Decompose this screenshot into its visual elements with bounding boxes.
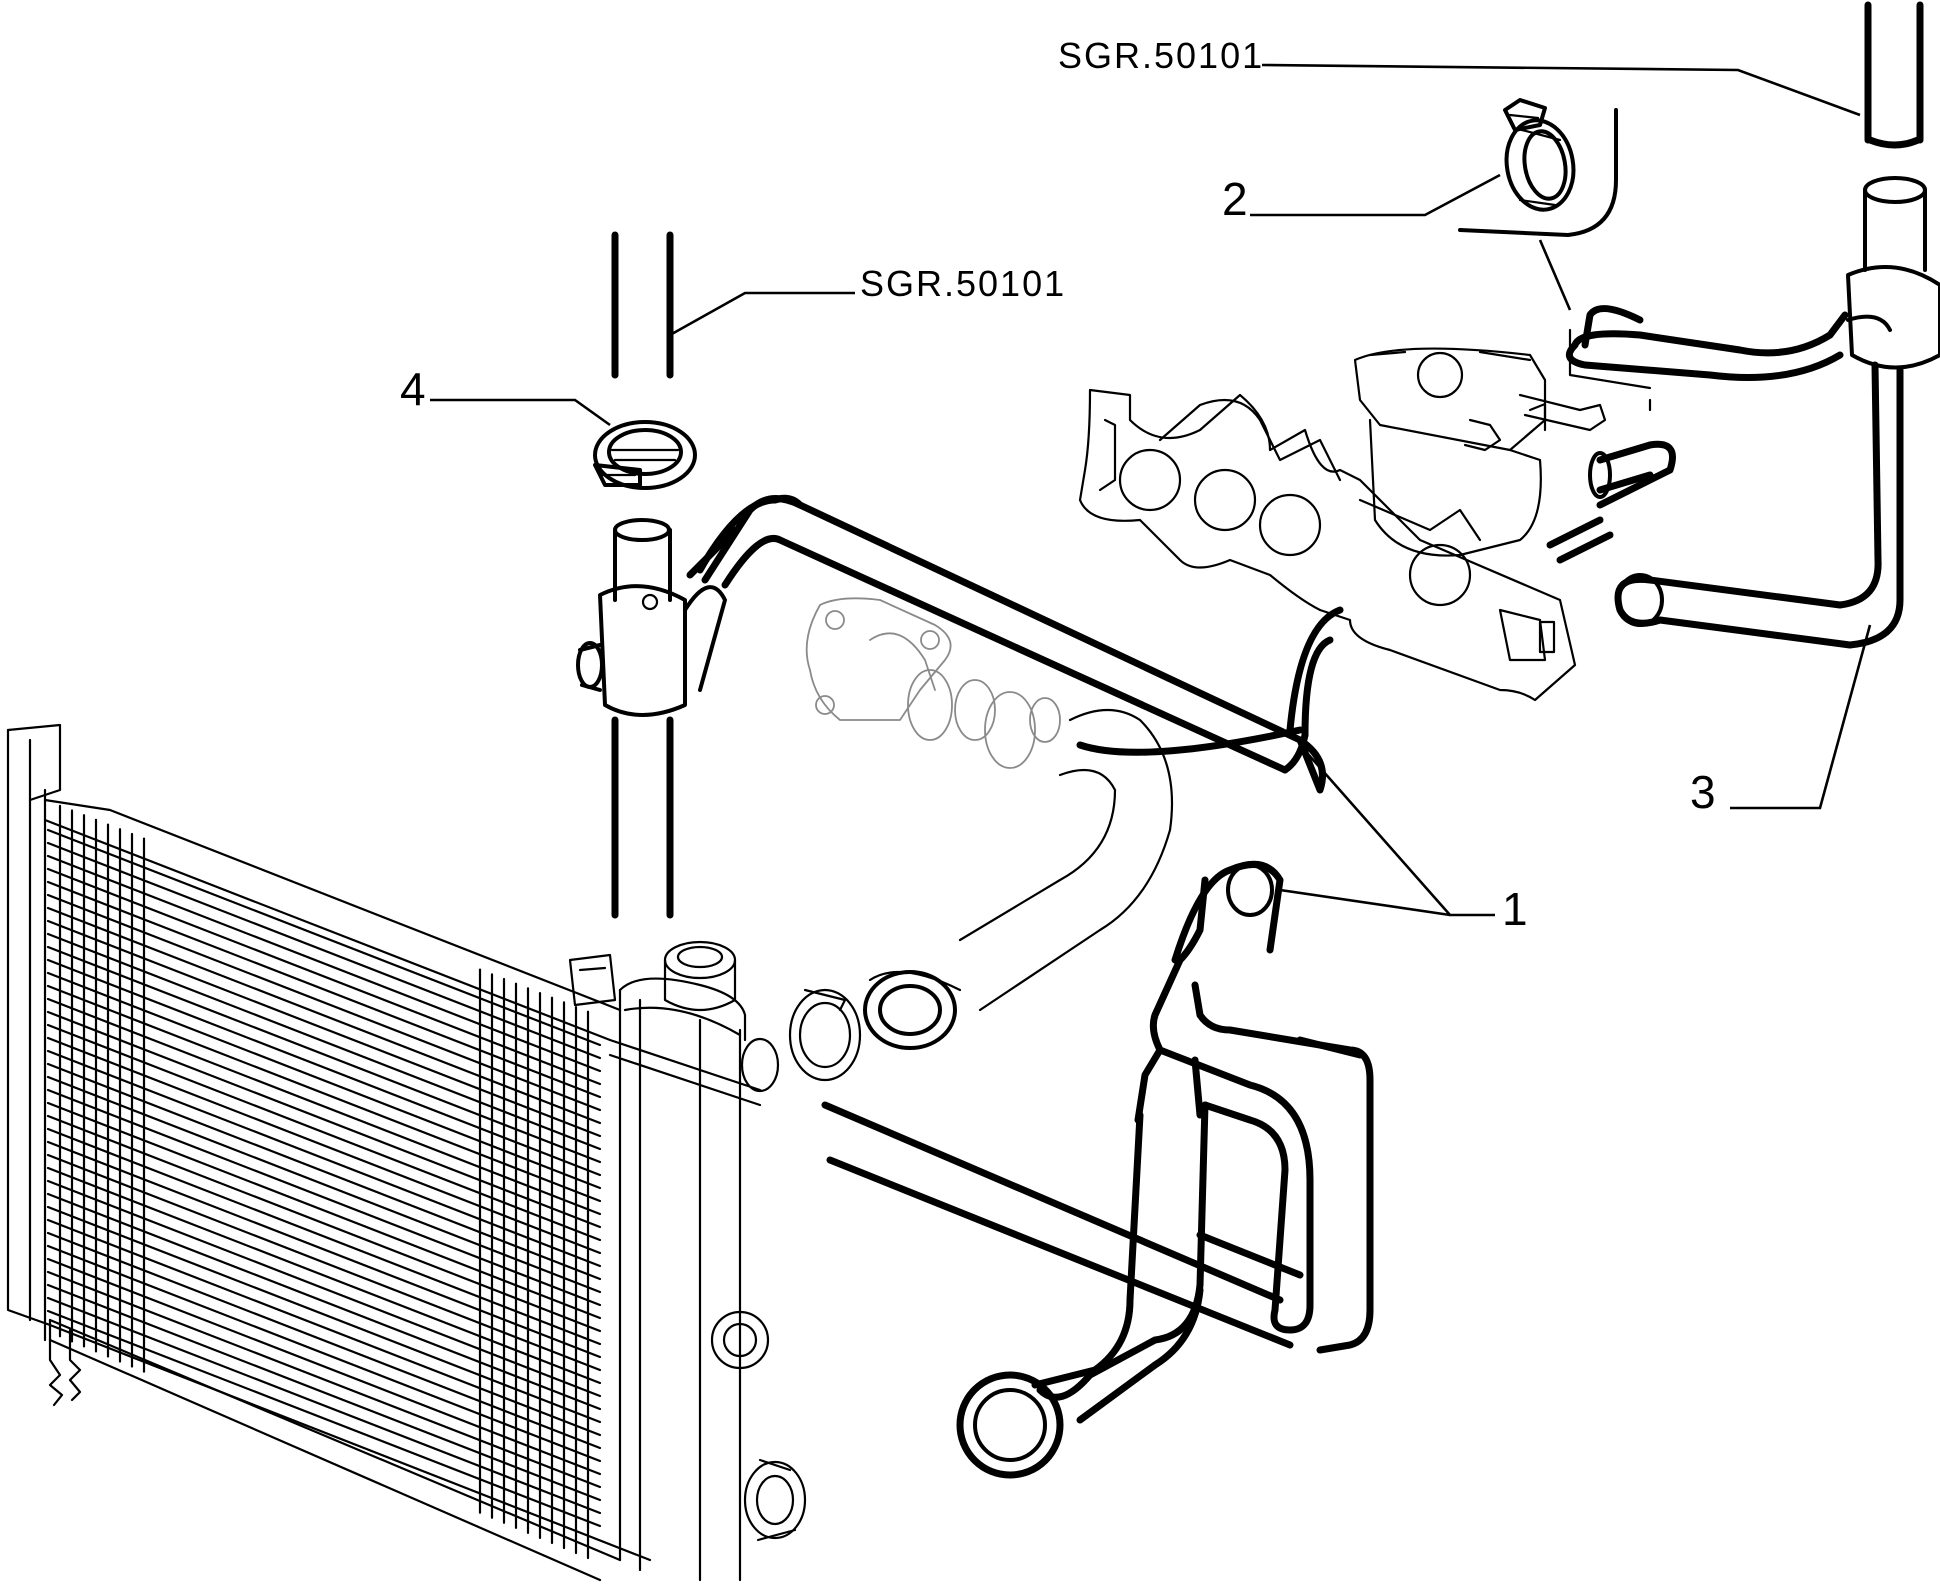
- callout-3: 3: [1690, 766, 1716, 818]
- thermostat-housing: [805, 597, 1061, 769]
- heater-pipe-3: [1546, 1, 1940, 649]
- leader-lines: [430, 63, 1872, 917]
- heater-pipe-assembly-lower: [821, 860, 1374, 1479]
- reference-code-left: SGR.50101: [860, 263, 1066, 304]
- reference-code-top-right: SGR.50101: [1058, 35, 1264, 76]
- radiator-core-mesh: [46, 804, 602, 1560]
- hose-clamp-4: [593, 420, 697, 490]
- callout-4: 4: [400, 363, 426, 415]
- radiator: [6, 723, 807, 1582]
- thermostat-hose: [788, 709, 1174, 1082]
- callout-1: 1: [1502, 883, 1528, 935]
- pipe-assembly-1: [686, 494, 1344, 794]
- callout-2: 2: [1222, 173, 1248, 225]
- t-fitting-left: [576, 231, 727, 919]
- hose-clamp-2: [1458, 98, 1618, 311]
- intake-manifold: [1078, 347, 1607, 702]
